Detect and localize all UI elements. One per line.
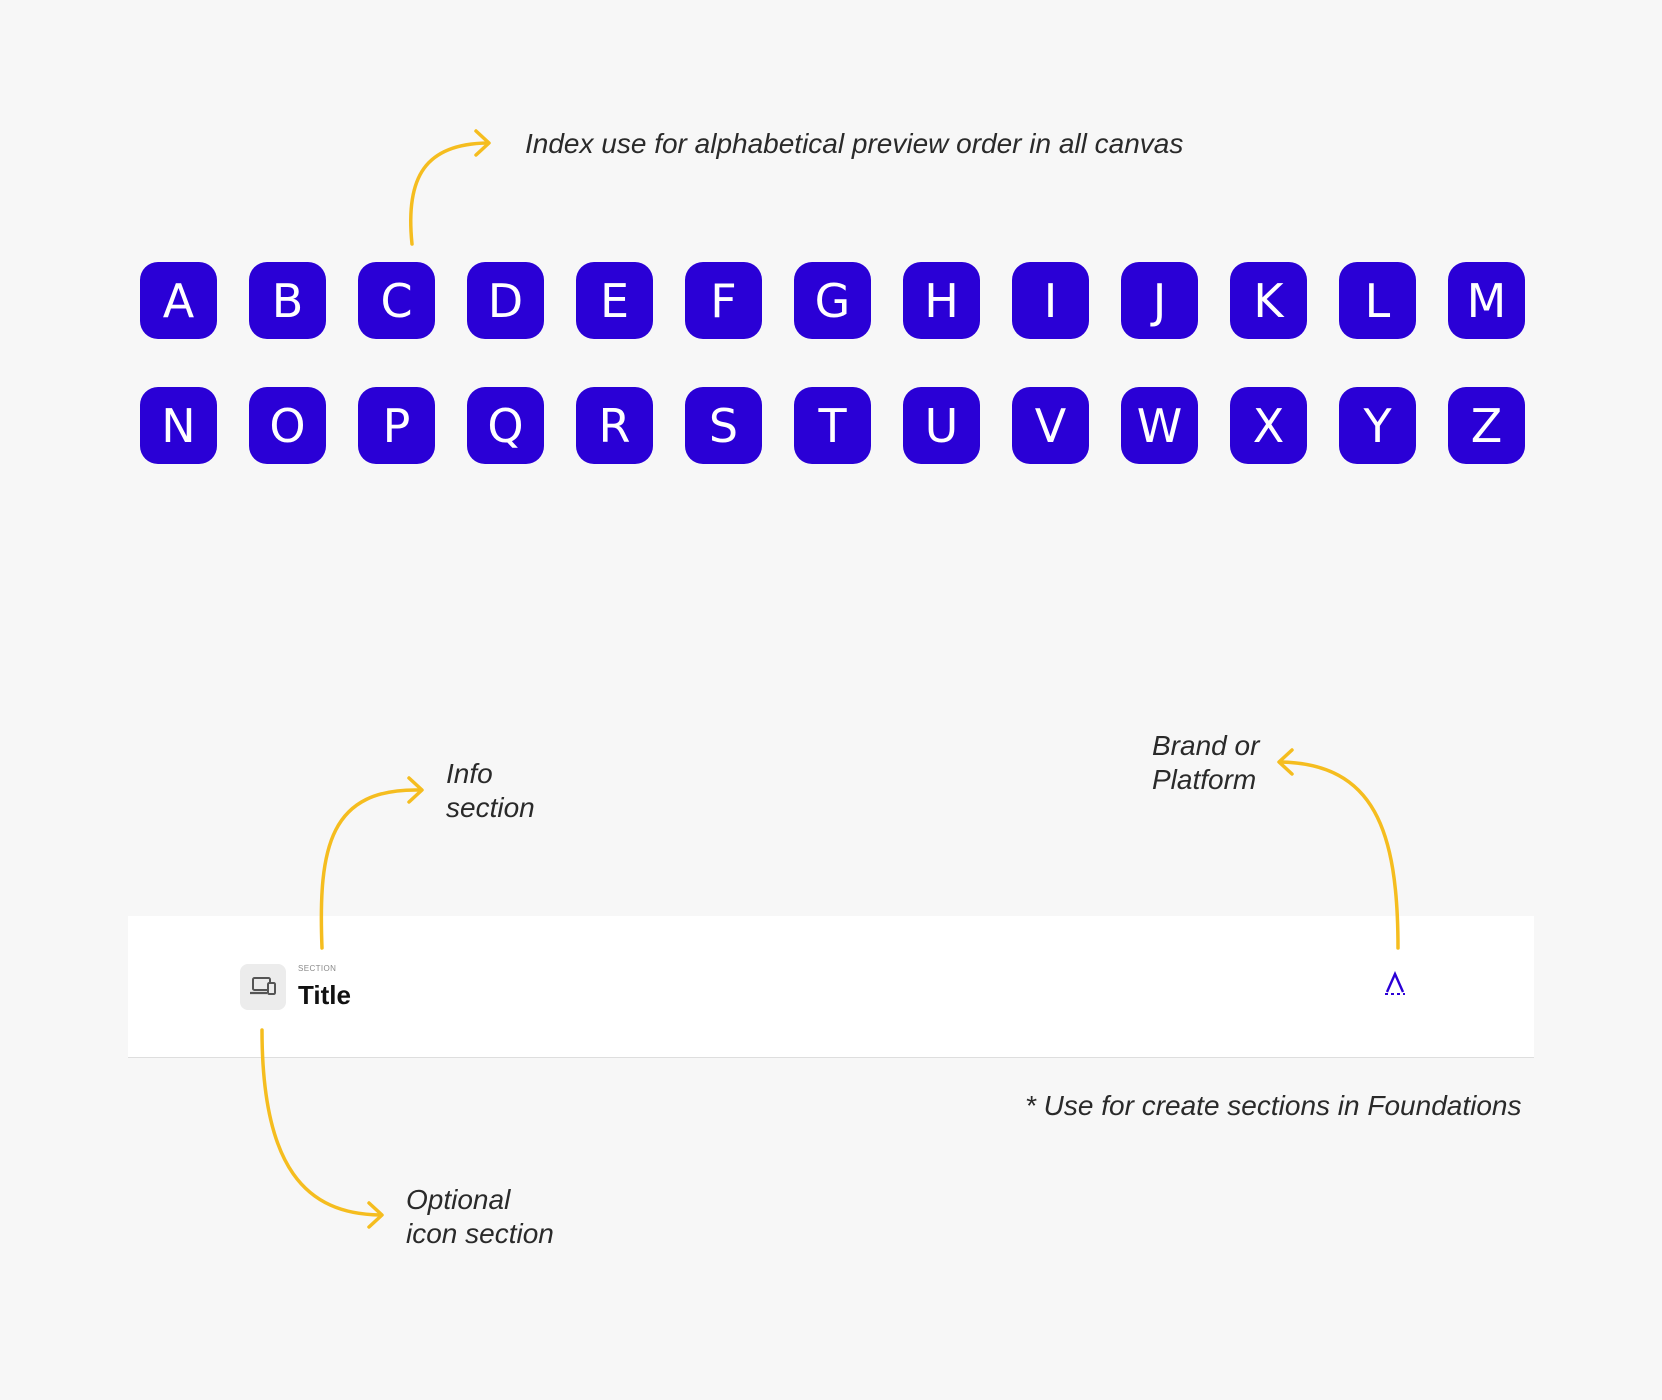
usage-note: * Use for create sections in Foundations [1025,1090,1522,1121]
index-tile[interactable]: V [1012,387,1089,464]
index-tile[interactable]: D [467,262,544,339]
index-tile[interactable]: T [794,387,871,464]
brand-logo-icon [1385,971,1405,995]
index-tile[interactable]: Z [1448,387,1525,464]
index-tile[interactable]: M [1448,262,1525,339]
brand-platform-annotation: Brand or Platform [1152,730,1260,795]
index-tile[interactable]: S [685,387,762,464]
index-tile[interactable]: R [576,387,653,464]
index-tile[interactable]: O [249,387,326,464]
arrow-head-index [474,129,491,157]
icon-section [240,964,286,1010]
index-row-a-m: A B C D E F G H I J K L M [140,262,1525,339]
index-tile[interactable]: A [140,262,217,339]
index-tile[interactable]: Y [1339,387,1416,464]
index-tile[interactable]: X [1230,387,1307,464]
arrow-head-info [407,776,424,804]
arrow-head-icon [367,1201,384,1229]
info-section-annotation: Info section [446,758,535,823]
devices-icon [250,977,276,995]
section-header: SECTION Title [128,916,1534,1058]
index-tile[interactable]: I [1012,262,1089,339]
optional-icon-annotation: Optional icon section [406,1184,554,1249]
index-tile[interactable]: C [358,262,435,339]
index-tile[interactable]: U [903,387,980,464]
index-tile[interactable]: L [1339,262,1416,339]
index-row-n-z: N O P Q R S T U V W X Y Z [140,387,1525,464]
index-tile[interactable]: F [685,262,762,339]
index-tile[interactable]: E [576,262,653,339]
index-tile[interactable]: G [794,262,871,339]
index-tile[interactable]: B [249,262,326,339]
index-tile[interactable]: J [1121,262,1198,339]
index-tile[interactable]: K [1230,262,1307,339]
index-tile[interactable]: W [1121,387,1198,464]
section-kicker: SECTION [298,964,337,973]
arrow-head-brand [1277,748,1294,776]
index-tile[interactable]: Q [467,387,544,464]
arrow-to-index-note [409,141,489,246]
index-tile[interactable]: P [358,387,435,464]
index-annotation: Index use for alphabetical preview order… [525,128,1184,159]
index-tile[interactable]: H [903,262,980,339]
section-title: Title [298,980,351,1010]
index-tile[interactable]: N [140,387,217,464]
